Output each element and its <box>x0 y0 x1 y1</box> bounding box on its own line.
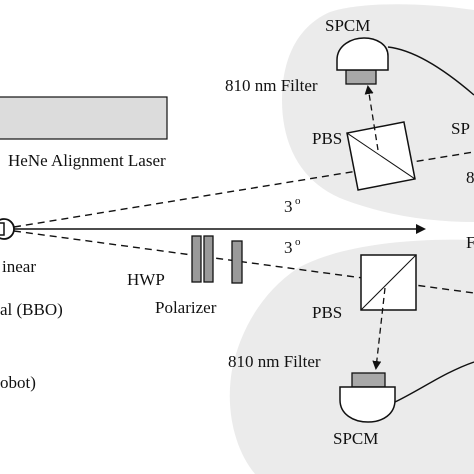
upper-angle-label: 3 <box>284 197 293 216</box>
hwp-plate-1 <box>191 235 202 283</box>
lower-angle-degree: o <box>295 236 301 248</box>
hwp-label: HWP <box>127 270 165 289</box>
right-edge-label-mid2: F <box>466 233 474 252</box>
upper-fiber-cable <box>387 46 474 96</box>
upper-detection-region <box>282 4 474 222</box>
upper-spcm-detector <box>336 37 389 71</box>
upper-angle-degree: o <box>295 195 301 207</box>
right-edge-label-top: SP <box>451 119 470 138</box>
lower-filter-label: 810 nm Filter <box>228 352 321 371</box>
bbo-crystal-core <box>0 222 5 236</box>
upper-pbs-cube <box>346 121 416 191</box>
polarizer-label: Polarizer <box>155 298 217 317</box>
upper-reflected-path <box>364 85 379 151</box>
polarizer-plate <box>231 240 243 284</box>
lower-spcm-label: SPCM <box>333 429 378 448</box>
hwp-plate-2 <box>203 235 214 283</box>
lower-angle-label: 3 <box>284 238 293 257</box>
upper-pbs-label: PBS <box>312 129 342 148</box>
upper-filter <box>345 69 377 85</box>
pump-source-label: obot) <box>0 373 36 392</box>
lower-reflected-path <box>372 287 386 370</box>
hene-laser-body <box>0 96 168 140</box>
lower-fiber-cable <box>394 361 474 403</box>
lower-spcm-detector <box>339 386 396 423</box>
upper-spcm-label: SPCM <box>325 16 370 35</box>
lower-pbs-label: PBS <box>312 303 342 322</box>
lower-pbs-cube <box>360 254 417 311</box>
right-edge-label-mid1: 8 <box>466 168 474 187</box>
crystal-label-line1: inear <box>2 257 36 276</box>
crystal-label-line2: al (BBO) <box>0 300 63 319</box>
hene-laser-label: HeNe Alignment Laser <box>8 151 166 170</box>
lower-filter <box>351 372 386 388</box>
upper-filter-label: 810 nm Filter <box>225 76 318 95</box>
